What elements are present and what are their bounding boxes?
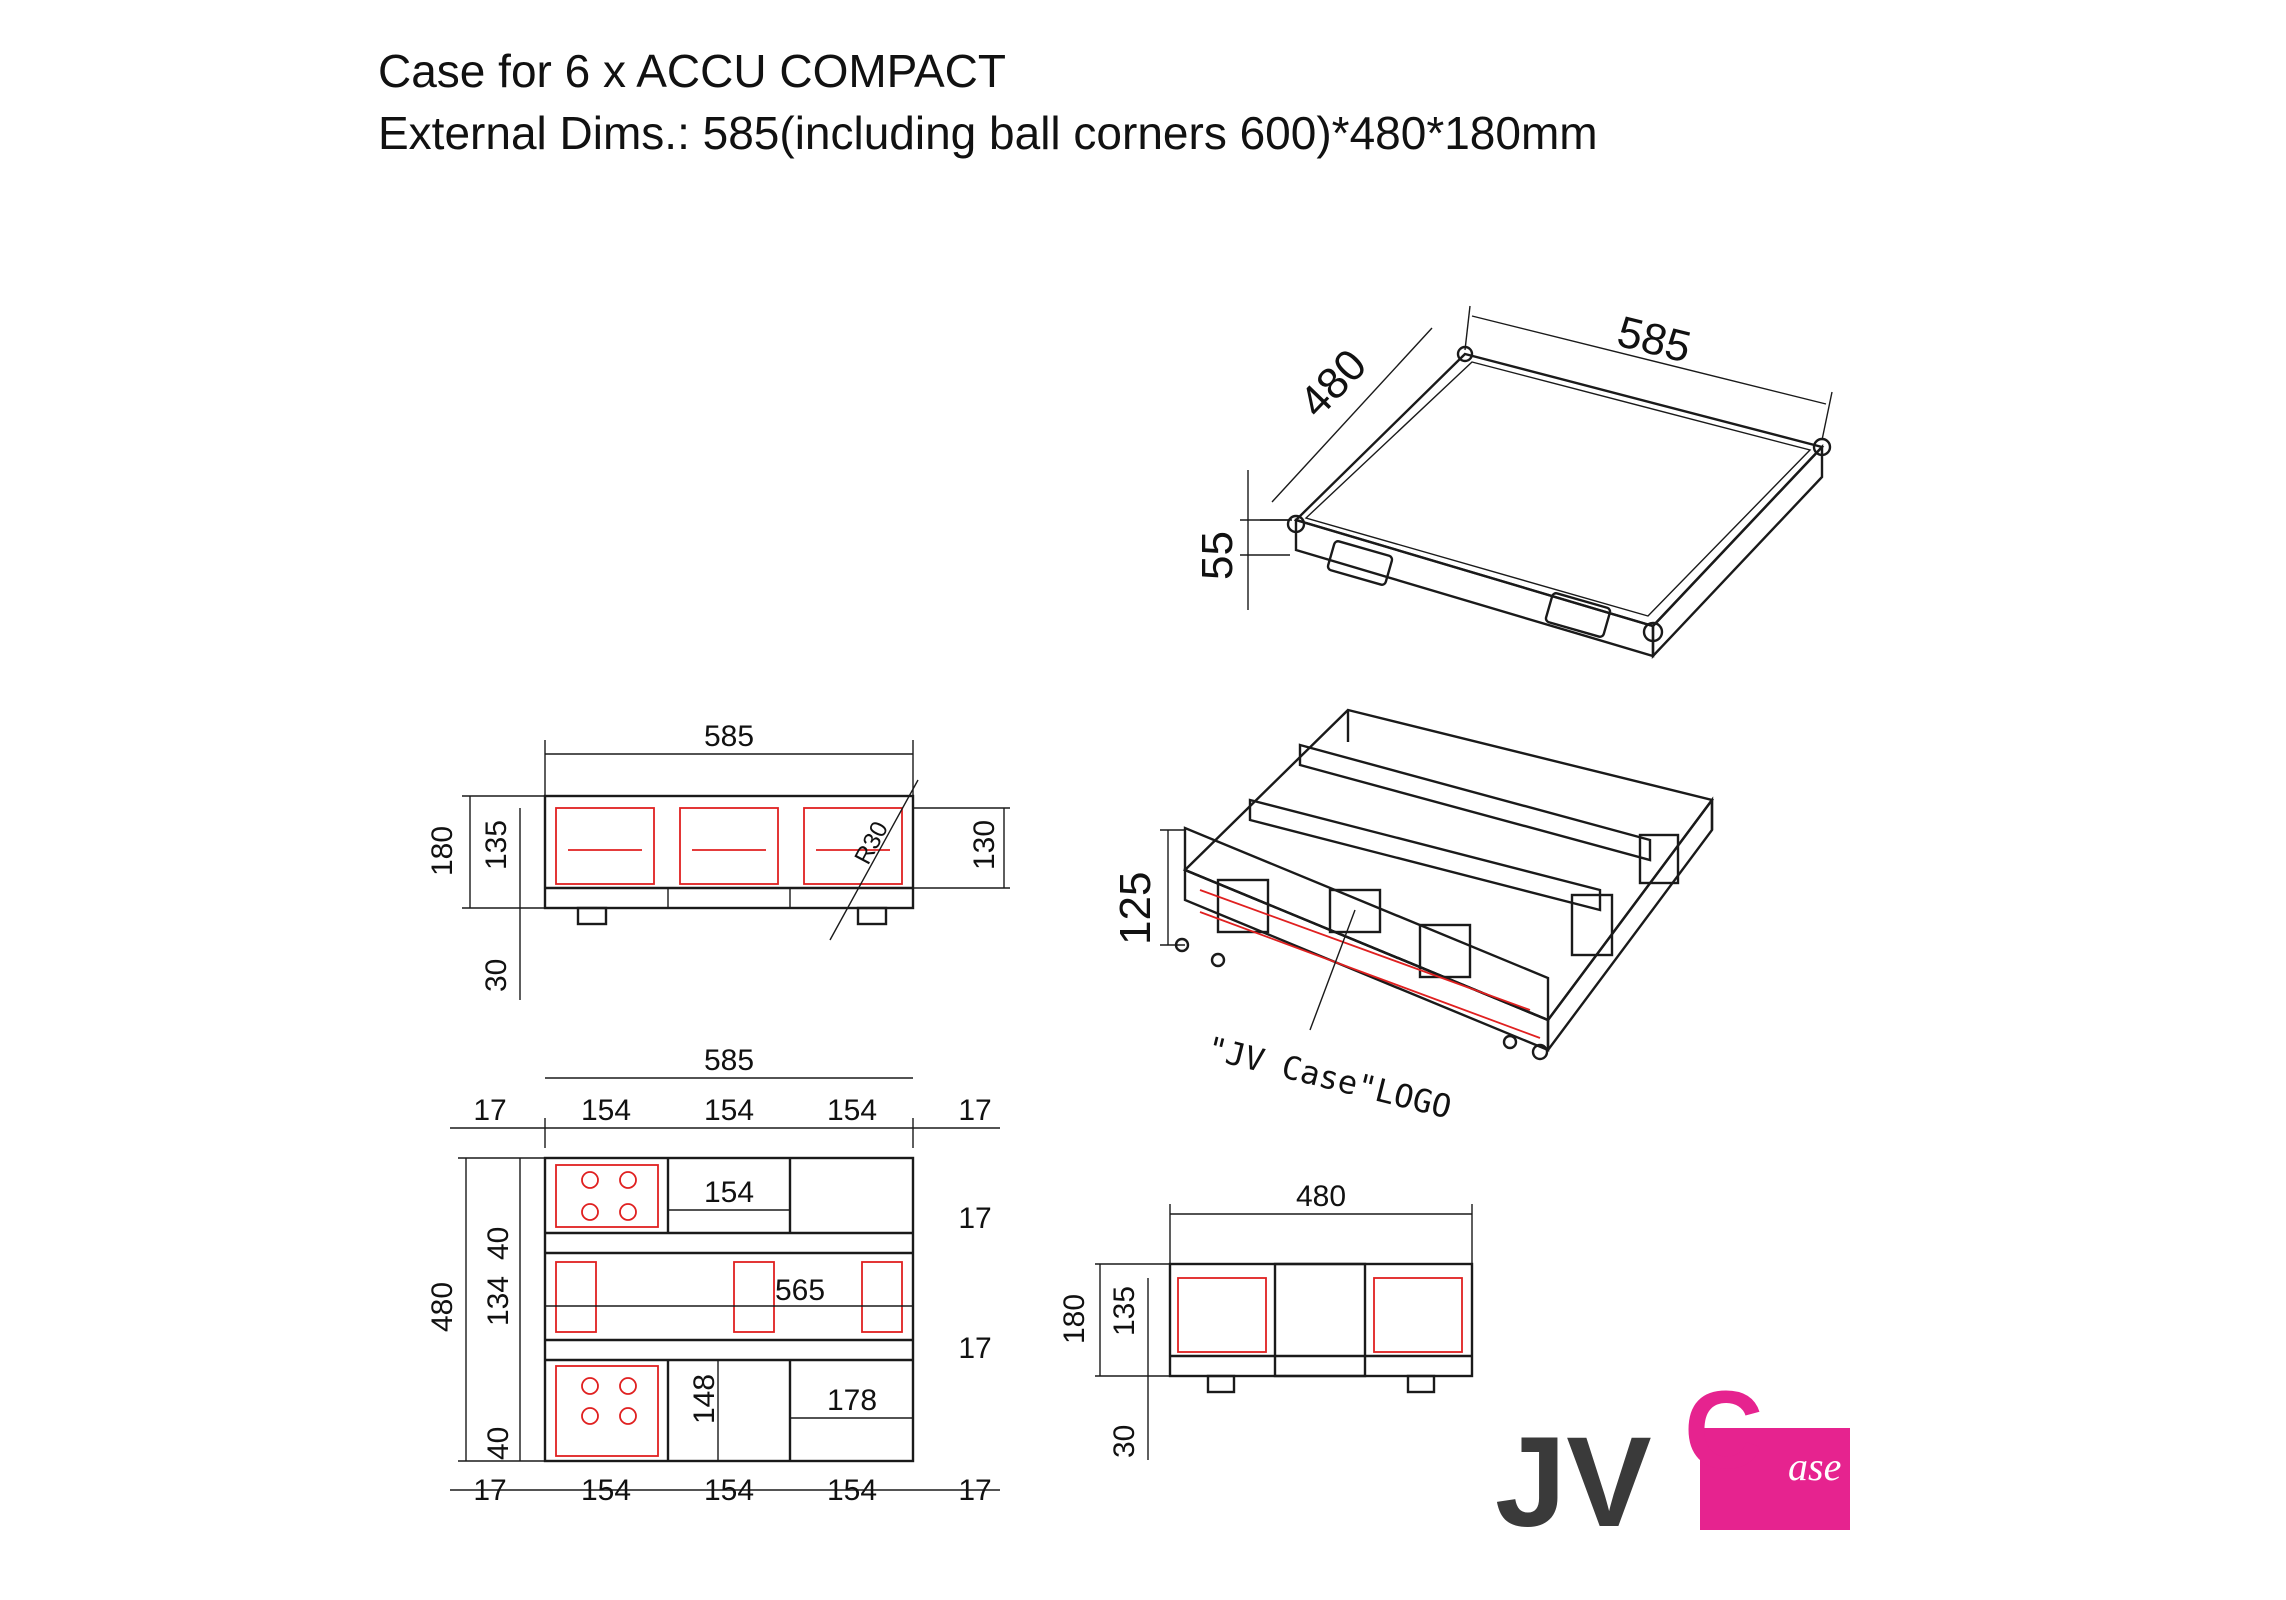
top-dim-2: 154 — [581, 1094, 631, 1127]
side-feet-label: 30 — [1108, 1425, 1141, 1458]
top-middle-battery-1 — [555, 1261, 597, 1333]
side-battery-left — [1177, 1277, 1267, 1353]
top-dim-5: 17 — [958, 1094, 991, 1127]
side-width-label: 480 — [1296, 1180, 1346, 1213]
top-middle-battery-2 — [733, 1261, 775, 1333]
front-width-label: 585 — [704, 720, 754, 753]
front-inner-height-label: 135 — [480, 820, 513, 870]
side-foot-left — [1206, 1374, 1236, 1394]
front-chamfer-label: R30 — [849, 817, 894, 869]
handle-right-side — [1570, 893, 1614, 957]
title-block: Case for 6 x ACCU COMPACT External Dims.… — [378, 40, 1598, 164]
inner-cell-height-label: 148 — [688, 1374, 721, 1424]
handle-right-back — [1638, 833, 1680, 885]
front-feet-label: 30 — [480, 959, 513, 992]
top-height-label: 480 — [426, 1282, 459, 1332]
bottom-dim-3: 154 — [704, 1474, 754, 1507]
bottom-dim-4: 154 — [827, 1474, 877, 1507]
front-foot-right — [856, 906, 888, 926]
logo-jv-text: JV — [1495, 1411, 1652, 1554]
logo-case-word: ase — [1788, 1444, 1841, 1489]
top-dim-4: 154 — [827, 1094, 877, 1127]
inner-wall-bottom-label: 17 — [958, 1332, 991, 1365]
top-view: 585 17 154 154 154 17 17 154 154 154 17 … — [426, 1044, 1000, 1507]
title-line-2: External Dims.: 585(including ball corne… — [378, 107, 1598, 159]
inner-cell-width-label: 154 — [704, 1176, 754, 1209]
side-foot-right — [1406, 1374, 1436, 1394]
left-dim-3: 40 — [482, 1427, 515, 1460]
top-overall-width-label: 585 — [704, 1044, 754, 1077]
left-dim-2: 134 — [482, 1276, 515, 1326]
inner-wall-top-label: 17 — [958, 1202, 991, 1235]
side-battery-right — [1373, 1277, 1463, 1353]
lid-isometric-view: 585 480 55 — [1193, 305, 1833, 660]
logo-callout-label: "JV Case"LOGO — [1203, 1029, 1455, 1126]
top-battery-upper — [555, 1164, 659, 1228]
logo-pink-box — [1700, 1428, 1850, 1530]
bottom-dim-2: 154 — [581, 1474, 631, 1507]
top-dim-3: 154 — [704, 1094, 754, 1127]
logo-case-letter: C — [1684, 1369, 1763, 1492]
front-total-height-label: 180 — [426, 826, 459, 876]
front-view: 585 180 135 30 130 R30 — [426, 720, 1010, 1000]
lid-handle-right — [1544, 592, 1612, 638]
side-total-height-label: 180 — [1058, 1294, 1091, 1344]
front-slot-height-label: 130 — [968, 820, 1001, 870]
open-case-height-label: 125 — [1111, 872, 1160, 945]
middle-length-label: 565 — [775, 1274, 825, 1307]
front-foot-left — [576, 906, 608, 926]
front-battery-1 — [555, 807, 655, 885]
bottom-dim-1: 17 — [473, 1474, 506, 1507]
lid-width-label: 480 — [1290, 340, 1376, 427]
logo-plate — [1328, 888, 1382, 934]
lid-length-label: 585 — [1613, 307, 1696, 372]
lid-height-label: 55 — [1193, 531, 1242, 580]
side-inner-height-label: 135 — [1108, 1286, 1141, 1336]
inner-cell-width-2-label: 178 — [827, 1384, 877, 1417]
top-battery-lower — [555, 1365, 659, 1457]
left-dim-1: 40 — [482, 1227, 515, 1260]
jv-case-logo: JV C ase — [1495, 1369, 1850, 1554]
lid-handle-left — [1326, 540, 1394, 586]
front-battery-3 — [803, 807, 903, 885]
open-case-isometric-view: 125 "JV Case"LOGO — [1111, 708, 1715, 1126]
top-middle-battery-3 — [861, 1261, 903, 1333]
latch-left — [1216, 878, 1270, 934]
side-view: 480 180 135 30 — [1058, 1180, 1474, 1460]
latch-right — [1418, 923, 1472, 979]
title-line-1: Case for 6 x ACCU COMPACT — [378, 45, 1006, 97]
bottom-dim-5: 17 — [958, 1474, 991, 1507]
front-battery-2 — [679, 807, 779, 885]
top-dim-1: 17 — [473, 1094, 506, 1127]
